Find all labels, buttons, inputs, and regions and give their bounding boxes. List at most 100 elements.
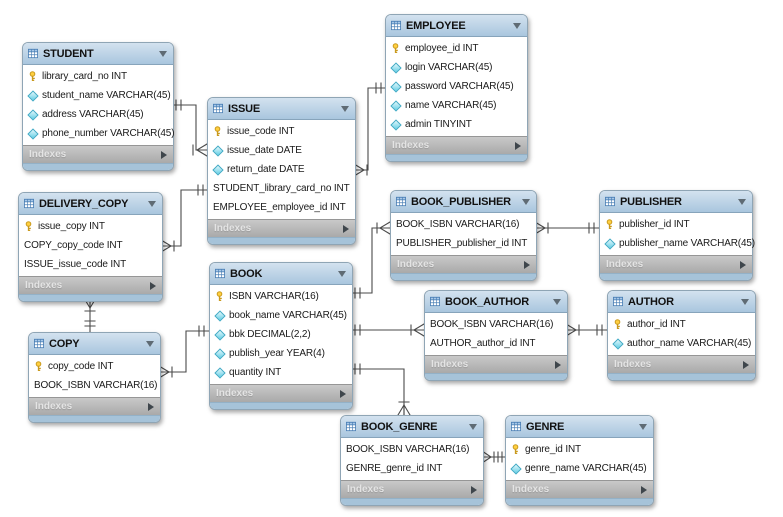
column-text: address VARCHAR(45): [42, 109, 144, 120]
table-title: PUBLISHER: [620, 195, 682, 208]
relation-author-book-author[interactable]: [565, 323, 608, 337]
table-header[interactable]: BOOK_PUBLISHER: [391, 191, 536, 213]
relation-book-book-genre[interactable]: [350, 363, 411, 416]
table-header[interactable]: ISSUE: [208, 98, 355, 120]
expand-arrow-icon: [340, 389, 346, 398]
collapse-triangle-icon[interactable]: [148, 200, 156, 207]
entity-table-delivery_copy[interactable]: DELIVERY_COPY issue_copy INT COPY_copy_co…: [18, 192, 163, 302]
entity-table-book_genre[interactable]: BOOK_GENRE BOOK_ISBN VARCHAR(16)GENRE_ge…: [340, 415, 484, 506]
table-header[interactable]: BOOK_GENRE: [341, 416, 483, 438]
indexes-footer[interactable]: Indexes: [341, 480, 483, 498]
column-diamond-icon: [214, 347, 226, 360]
relation-book-book-author[interactable]: [350, 323, 425, 337]
indexes-footer[interactable]: Indexes: [23, 145, 173, 163]
table-header[interactable]: AUTHOR: [608, 291, 755, 313]
relation-book-copy[interactable]: [158, 325, 210, 379]
table-header[interactable]: GENRE: [506, 416, 653, 438]
table-grid-icon: [28, 48, 38, 59]
expand-arrow-icon: [740, 260, 746, 269]
column-text: COPY_copy_code INT: [24, 240, 123, 251]
table-title: BOOK: [230, 267, 263, 280]
column-row: book_name VARCHAR(45): [210, 306, 352, 325]
collapse-triangle-icon[interactable]: [738, 198, 746, 205]
expand-arrow-icon: [148, 402, 154, 411]
expand-arrow-icon: [515, 141, 521, 150]
columns-list: BOOK_ISBN VARCHAR(16)PUBLISHER_publisher…: [391, 213, 536, 255]
relation-book-book-publisher[interactable]: [350, 221, 391, 299]
column-text: issue_copy INT: [38, 221, 105, 232]
column-text: BOOK_ISBN VARCHAR(16): [34, 380, 158, 391]
table-header[interactable]: BOOK: [210, 263, 352, 285]
relation-issue-delivery-copy[interactable]: [160, 184, 208, 253]
column-text: GENRE_genre_id INT: [346, 463, 443, 474]
column-text: book_name VARCHAR(45): [229, 310, 347, 321]
column-row: genre_id INT: [506, 440, 653, 459]
column-text: ISBN VARCHAR(16): [229, 291, 319, 302]
table-header[interactable]: PUBLISHER: [600, 191, 752, 213]
table-grid-icon: [346, 421, 356, 432]
column-row: BOOK_ISBN VARCHAR(16): [425, 315, 567, 334]
relation-copy-delivery-copy[interactable]: [83, 297, 97, 333]
indexes-footer[interactable]: Indexes: [608, 355, 755, 373]
collapse-triangle-icon[interactable]: [341, 105, 349, 112]
column-row: EMPLOYEE_employee_id INT: [208, 198, 355, 217]
table-header[interactable]: DELIVERY_COPY: [19, 193, 162, 215]
indexes-footer[interactable]: Indexes: [29, 397, 160, 415]
collapse-triangle-icon[interactable]: [741, 298, 749, 305]
column-row: library_card_no INT: [23, 67, 173, 86]
table-bottom-bar: [208, 237, 355, 244]
table-grid-icon: [613, 296, 623, 307]
column-row: issue_copy INT: [19, 217, 162, 236]
entity-table-book_author[interactable]: BOOK_AUTHOR BOOK_ISBN VARCHAR(16)AUTHOR_…: [424, 290, 568, 381]
table-bottom-bar: [29, 415, 160, 422]
indexes-footer[interactable]: Indexes: [208, 219, 355, 237]
collapse-triangle-icon[interactable]: [338, 270, 346, 277]
table-grid-icon: [605, 196, 615, 207]
indexes-footer[interactable]: Indexes: [425, 355, 567, 373]
relation-genre-book-genre[interactable]: [481, 450, 506, 464]
table-header[interactable]: STUDENT: [23, 43, 173, 65]
column-diamond-icon: [390, 99, 402, 112]
columns-list: ISBN VARCHAR(16) book_name VARCHAR(45) bbk…: [210, 285, 352, 384]
indexes-footer[interactable]: Indexes: [506, 480, 653, 498]
indexes-footer[interactable]: Indexes: [386, 136, 527, 154]
indexes-footer[interactable]: Indexes: [600, 255, 752, 273]
indexes-footer[interactable]: Indexes: [391, 255, 536, 273]
relation-publisher-book-publisher[interactable]: [534, 221, 600, 235]
collapse-triangle-icon[interactable]: [522, 198, 530, 205]
table-header[interactable]: BOOK_AUTHOR: [425, 291, 567, 313]
collapse-triangle-icon[interactable]: [553, 298, 561, 305]
collapse-triangle-icon[interactable]: [146, 340, 154, 347]
indexes-footer[interactable]: Indexes: [210, 384, 352, 402]
column-row: genre_name VARCHAR(45): [506, 459, 653, 478]
column-diamond-icon: [510, 462, 522, 475]
column-row: GENRE_genre_id INT: [341, 459, 483, 478]
table-title: GENRE: [526, 420, 565, 433]
relation-student-issue[interactable]: [171, 99, 208, 157]
table-header[interactable]: EMPLOYEE: [386, 15, 527, 37]
column-diamond-icon: [604, 237, 616, 250]
column-row: bbk DECIMAL(2,2): [210, 325, 352, 344]
collapse-triangle-icon[interactable]: [513, 22, 521, 29]
relation-employee-issue[interactable]: [353, 82, 386, 177]
column-row: issue_code INT: [208, 122, 355, 141]
entity-table-book[interactable]: BOOK ISBN VARCHAR(16) book_name VARCHAR(4…: [209, 262, 353, 410]
column-row: author_name VARCHAR(45): [608, 334, 755, 353]
column-row: return_date DATE: [208, 160, 355, 179]
table-header[interactable]: COPY: [29, 333, 160, 355]
collapse-triangle-icon[interactable]: [159, 50, 167, 57]
collapse-triangle-icon[interactable]: [469, 423, 477, 430]
entity-table-book_publisher[interactable]: BOOK_PUBLISHER BOOK_ISBN VARCHAR(16)PUBL…: [390, 190, 537, 281]
collapse-triangle-icon[interactable]: [639, 423, 647, 430]
indexes-footer[interactable]: Indexes: [19, 276, 162, 294]
